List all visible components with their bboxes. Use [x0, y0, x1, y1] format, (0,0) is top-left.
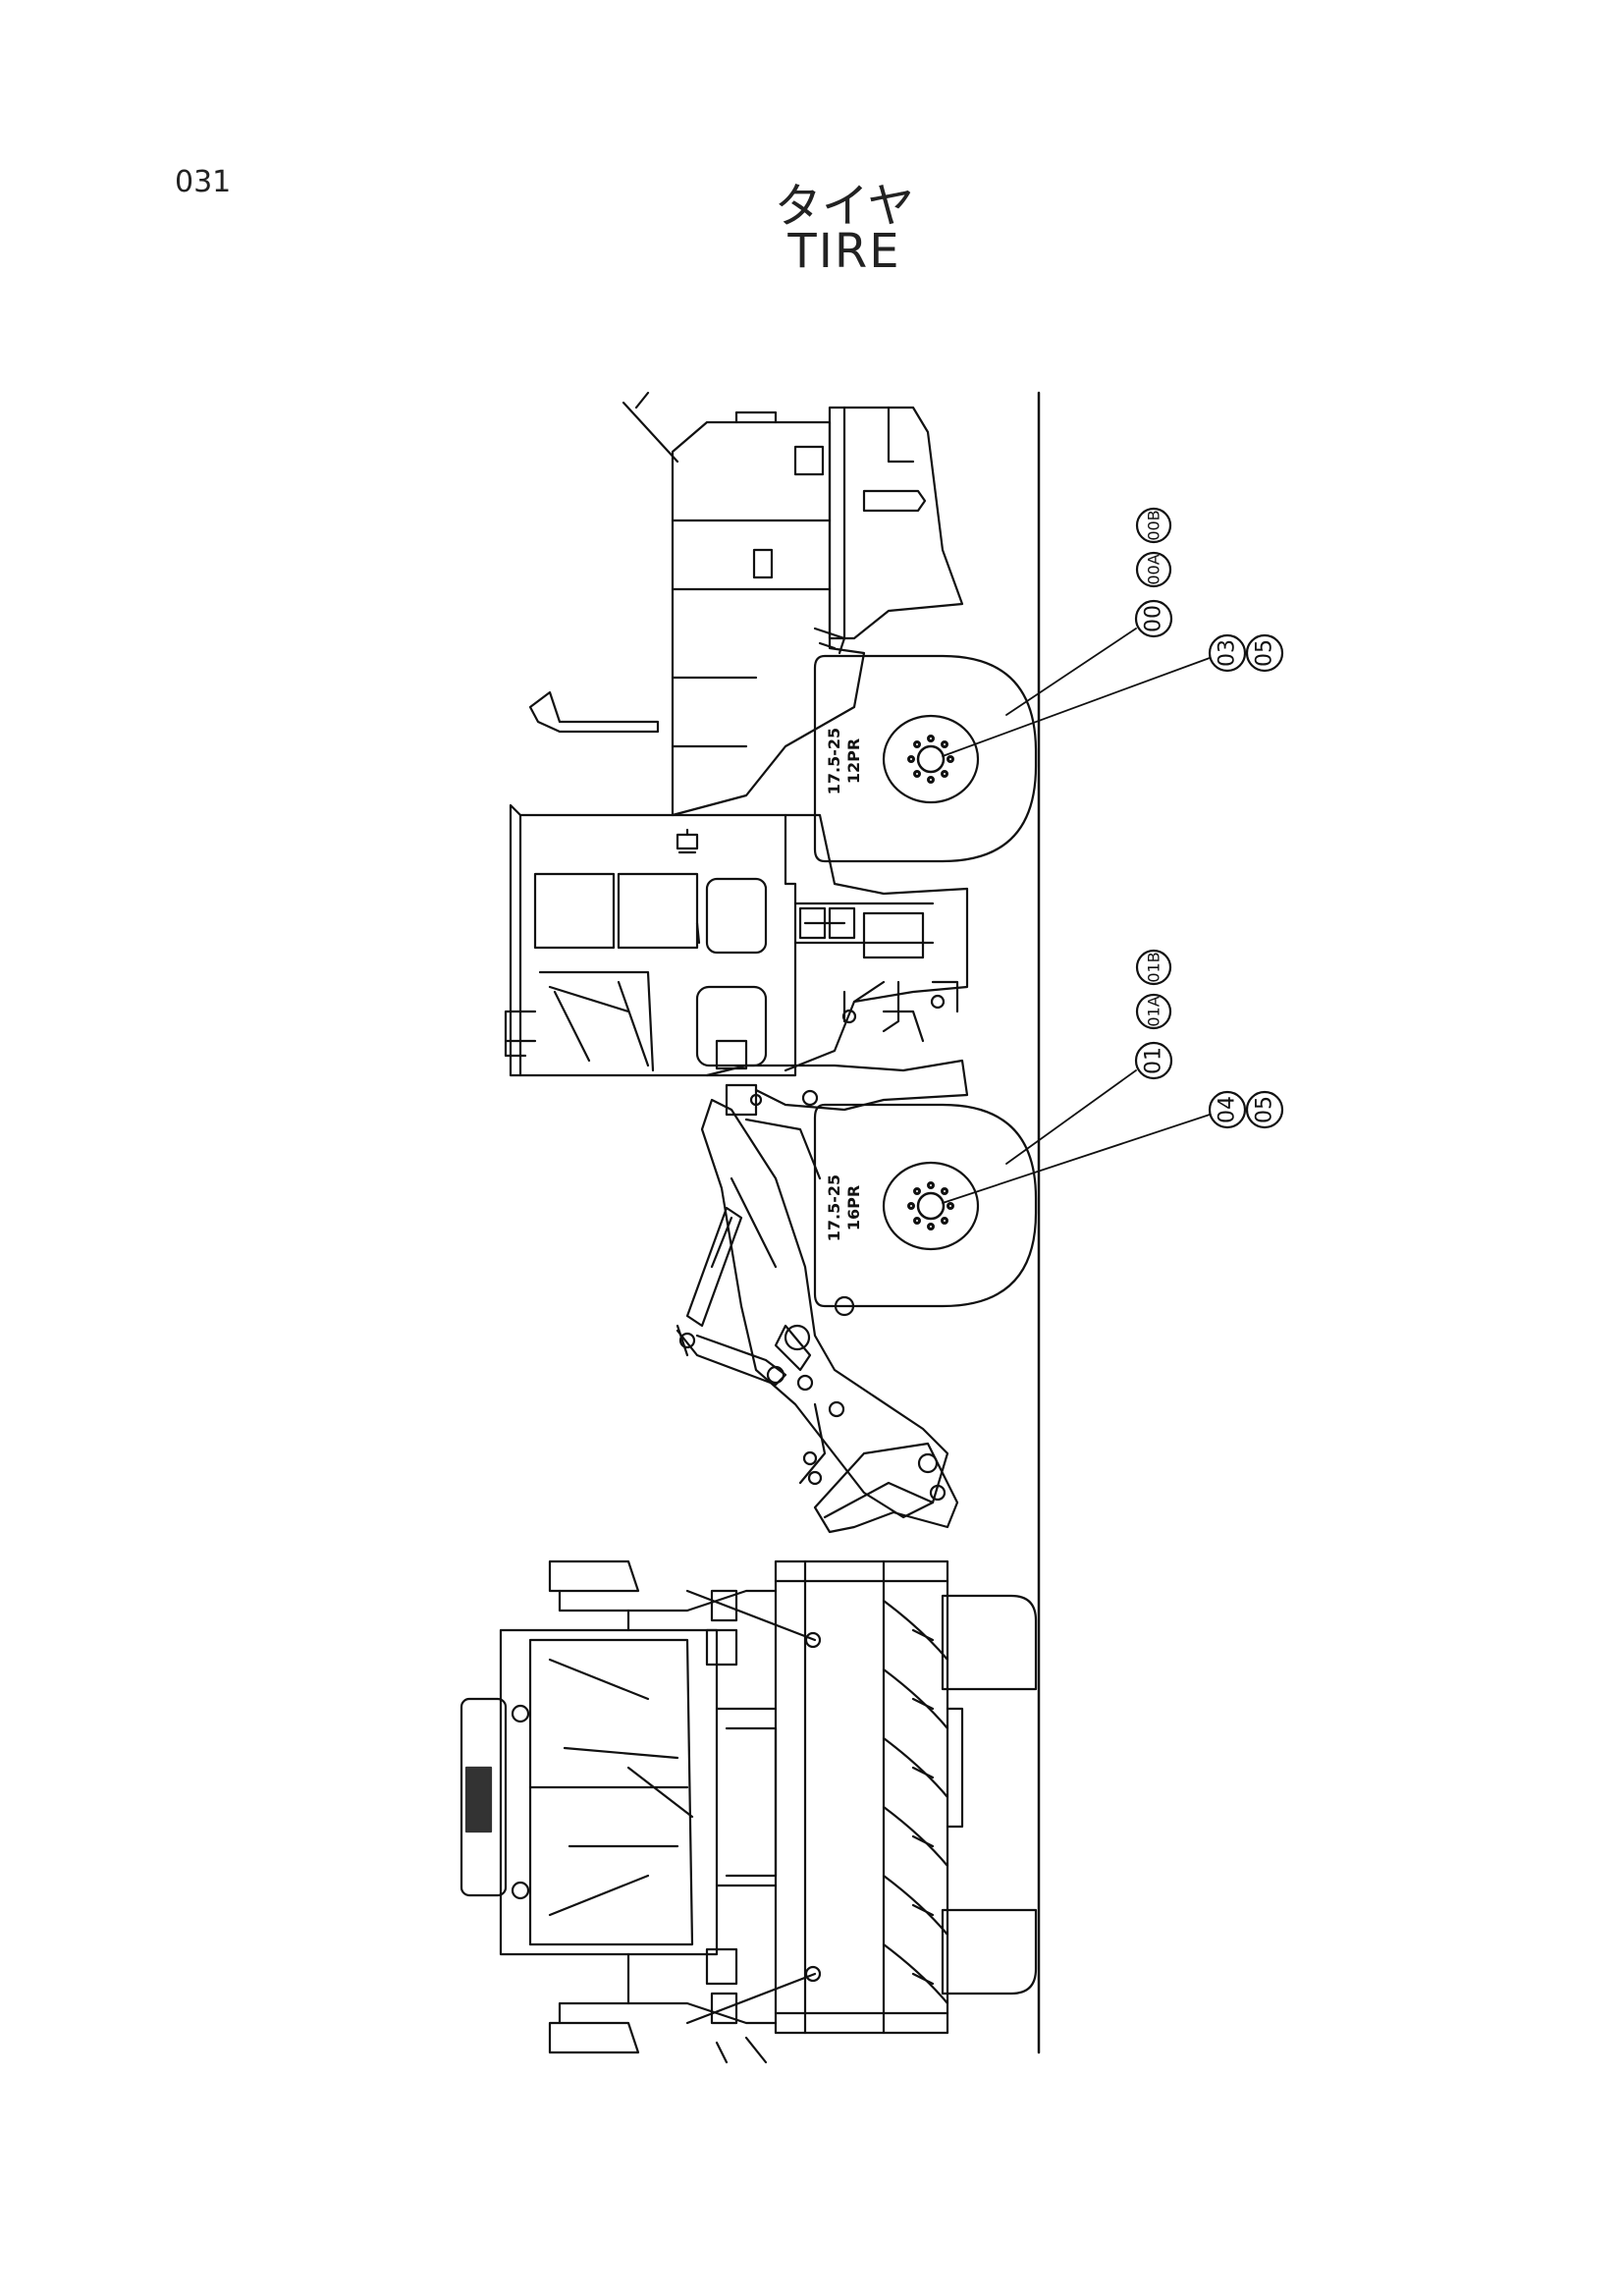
rear-tire-ply-label: 12PR	[844, 738, 863, 784]
rear-callout-00a: 00A	[1145, 554, 1163, 584]
front-callout-05: 05	[1253, 1096, 1277, 1123]
page-number: 031	[175, 165, 232, 199]
cab-window-rear	[533, 872, 616, 950]
front-view-tire-top	[941, 1594, 1038, 1691]
front-callout-01: 01	[1142, 1047, 1166, 1074]
rear-callout-03: 03	[1216, 639, 1240, 667]
rear-callout-00b: 00B	[1145, 510, 1163, 540]
front-tire-size-label: 17.5-25	[825, 1175, 843, 1241]
front-view	[460, 1559, 1038, 2064]
front-callout-01a: 01A	[1145, 996, 1163, 1026]
rear-callout-05: 05	[1253, 639, 1277, 667]
front-callout-bottom: 04 05	[942, 1090, 1284, 1204]
front-callout-04: 04	[1216, 1096, 1240, 1123]
rear-counterweight	[828, 406, 964, 640]
rear-callout-bottom: 03 05	[942, 633, 1284, 757]
front-view-tire-bottom	[941, 1908, 1038, 1995]
rear-callout-00: 00	[1142, 605, 1166, 632]
front-tire	[813, 1103, 1038, 1308]
front-callout-01b: 01B	[1145, 952, 1163, 982]
rear-callout-top: 00 00A 00B	[1005, 507, 1173, 716]
rear-tire	[813, 654, 1038, 1004]
title-japanese: タイヤ	[774, 179, 915, 234]
front-tire-ply-label: 16PR	[844, 1185, 863, 1230]
rear-tire-size-label: 17.5-25	[825, 728, 843, 794]
engine-hood	[671, 420, 866, 817]
title-english: TIRE	[787, 224, 901, 279]
front-callout-top: 01 01A 01B	[1005, 949, 1173, 1165]
side-view	[504, 391, 1038, 1534]
cab	[504, 803, 797, 1077]
front-view-cab	[499, 1628, 719, 1956]
cab-window-front	[617, 872, 699, 950]
bucket	[813, 1442, 959, 1534]
